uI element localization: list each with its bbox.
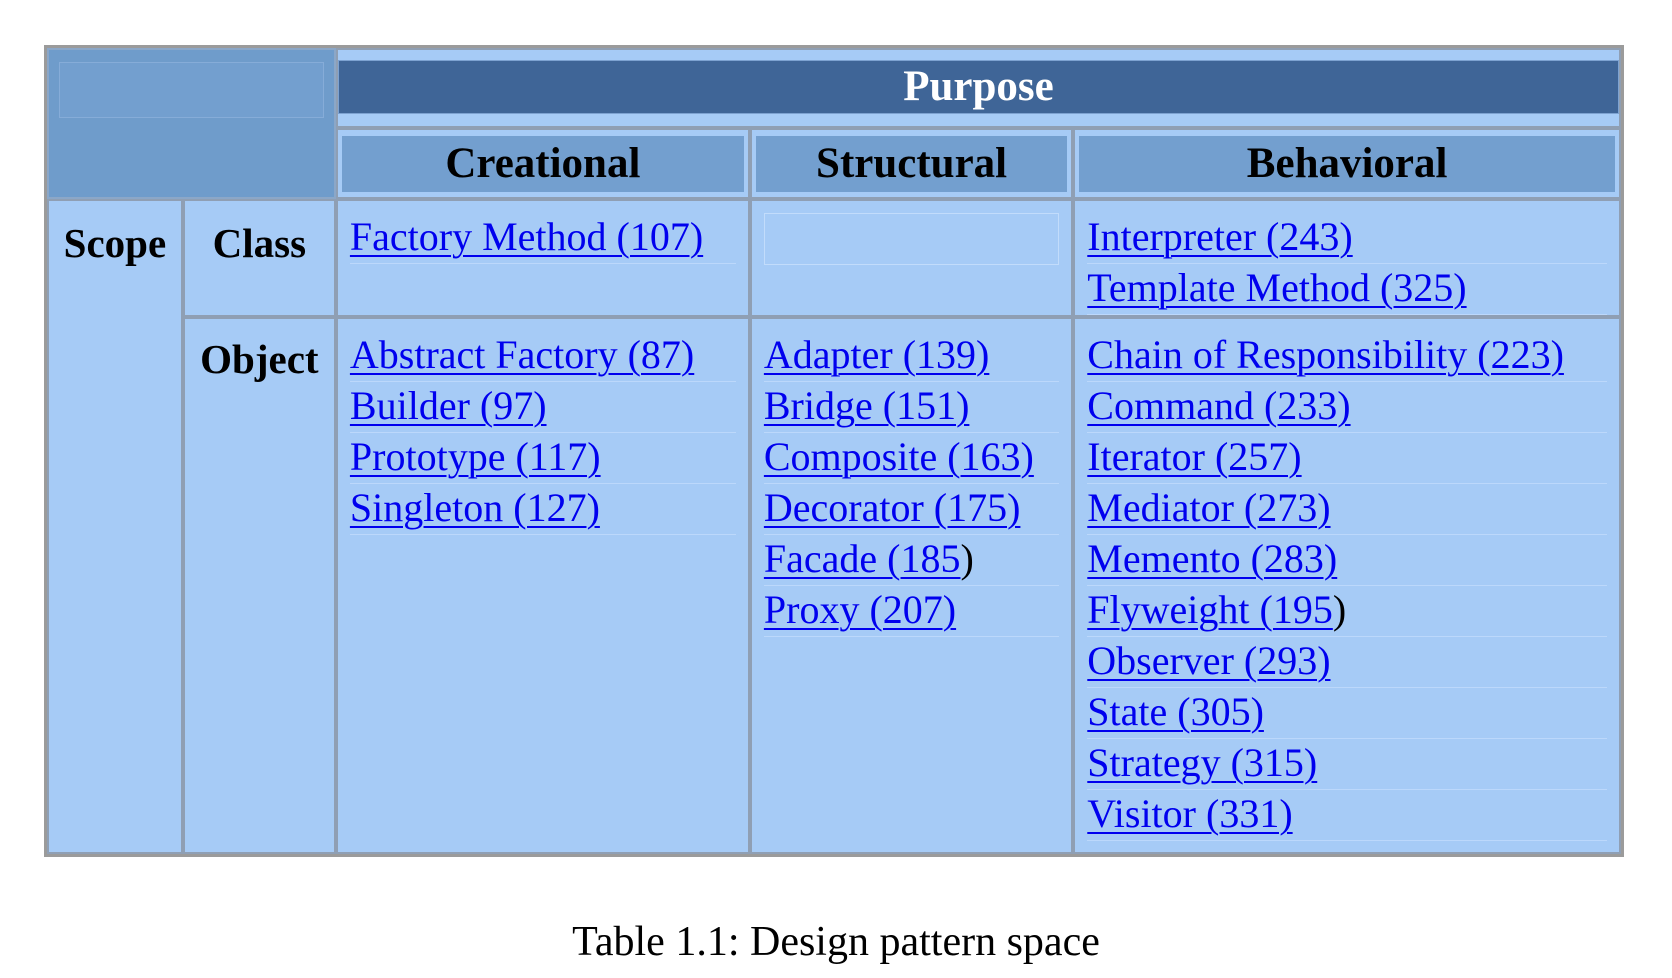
pattern-link[interactable]: Bridge (151) xyxy=(763,382,1060,434)
pattern-link-text[interactable]: Chain of Responsibility (223) xyxy=(1087,332,1564,378)
pattern-link[interactable]: Command (233) xyxy=(1087,382,1607,434)
pattern-list: Factory Method (107) xyxy=(349,213,736,265)
closing-paren: ) xyxy=(960,536,974,582)
design-pattern-table: Purpose Creational Structural Behavioral… xyxy=(44,45,1624,857)
row-label-object: Object xyxy=(182,317,336,854)
pattern-link-text[interactable]: State (305) xyxy=(1087,689,1264,735)
pattern-link[interactable]: Template Method (325) xyxy=(1087,264,1607,316)
table-caption: Table 1.1: Design pattern space xyxy=(572,919,1100,965)
pattern-link-text[interactable]: Mediator (273) xyxy=(1087,485,1331,531)
corner-panel xyxy=(59,62,324,118)
pattern-link-text[interactable]: Singleton (127) xyxy=(349,485,600,531)
pattern-link[interactable]: Prototype (117) xyxy=(349,433,736,485)
pattern-link[interactable]: Chain of Responsibility (223) xyxy=(1087,331,1607,383)
closing-paren: ) xyxy=(1332,587,1347,633)
pattern-link-text[interactable]: Abstract Factory (87) xyxy=(349,332,695,378)
pattern-link-text[interactable]: Composite (163) xyxy=(763,434,1034,480)
column-header-structural: Structural xyxy=(749,127,1074,200)
pattern-link[interactable]: Adapter (139) xyxy=(763,331,1060,383)
purpose-row: Purpose xyxy=(47,48,1621,200)
class-creational-cell: Factory Method (107) xyxy=(335,199,750,318)
object-behavioral-cell: Chain of Responsibility (223) Command (23… xyxy=(1073,317,1621,854)
corner-cell xyxy=(47,48,336,200)
pattern-link-text[interactable]: Strategy (315) xyxy=(1087,740,1318,786)
pattern-link-text[interactable]: Memento (283) xyxy=(1087,536,1338,582)
pattern-link[interactable]: Abstract Factory (87) xyxy=(349,331,736,383)
pattern-link-text[interactable]: Iterator (257) xyxy=(1087,434,1302,480)
purpose-header-cell: Purpose xyxy=(335,48,1621,128)
scope-label: Scope xyxy=(47,199,183,854)
column-header-label: Creational xyxy=(341,135,744,192)
pattern-link[interactable]: Strategy (315) xyxy=(1087,739,1607,791)
object-structural-cell: Adapter (139) Bridge (151) Composite (163)… xyxy=(749,317,1074,854)
class-behavioral-cell: Interpreter (243) Template Method (325) xyxy=(1073,199,1621,318)
column-header-label: Behavioral xyxy=(1079,135,1615,192)
pattern-link-text[interactable]: Builder (97) xyxy=(349,383,547,429)
pattern-link[interactable]: Visitor (331) xyxy=(1087,790,1607,842)
pattern-link[interactable]: Flyweight (195) xyxy=(1087,586,1607,638)
empty-cell xyxy=(763,213,1060,266)
pattern-link-text[interactable]: Factory Method (107) xyxy=(349,214,704,260)
pattern-link[interactable]: Factory Method (107) xyxy=(349,213,736,265)
column-header-creational: Creational xyxy=(335,127,750,200)
pattern-list: Abstract Factory (87) Builder (97) Prototy… xyxy=(349,331,736,536)
pattern-link[interactable]: Builder (97) xyxy=(349,382,736,434)
pattern-link[interactable]: Observer (293) xyxy=(1087,637,1607,689)
pattern-link-text[interactable]: Interpreter (243) xyxy=(1087,214,1353,260)
class-row: Scope Class Factory Method (107) Interpr… xyxy=(47,199,1621,854)
pattern-link-text[interactable]: Template Method (325) xyxy=(1087,265,1467,311)
pattern-list: Chain of Responsibility (223) Command (23… xyxy=(1087,331,1607,842)
pattern-link-text[interactable]: Adapter (139) xyxy=(763,332,990,378)
object-creational-cell: Abstract Factory (87) Builder (97) Prototy… xyxy=(335,317,750,854)
pattern-link[interactable]: Composite (163) xyxy=(763,433,1060,485)
pattern-link[interactable]: Memento (283) xyxy=(1087,535,1607,587)
pattern-list: Interpreter (243) Template Method (325) xyxy=(1087,213,1607,316)
pattern-link-text[interactable]: Prototype (117) xyxy=(349,434,601,480)
pattern-link-text[interactable]: Flyweight (195 xyxy=(1087,587,1333,633)
pattern-link-text[interactable]: Decorator (175) xyxy=(763,485,1021,531)
pattern-link[interactable]: Proxy (207) xyxy=(763,586,1060,638)
pattern-link[interactable]: Interpreter (243) xyxy=(1087,213,1607,265)
pattern-list: Adapter (139) Bridge (151) Composite (163)… xyxy=(763,331,1060,638)
pattern-link-text[interactable]: Bridge (151) xyxy=(763,383,970,429)
column-header-label: Structural xyxy=(755,135,1068,192)
pattern-link[interactable]: Facade (185) xyxy=(763,535,1060,587)
pattern-link-text[interactable]: Command (233) xyxy=(1087,383,1351,429)
column-header-row: Creational Structural Behavioral xyxy=(47,127,1621,200)
pattern-link-text[interactable]: Proxy (207) xyxy=(763,587,957,633)
column-header-behavioral: Behavioral xyxy=(1073,127,1621,200)
pattern-link-text[interactable]: Visitor (331) xyxy=(1087,791,1293,837)
class-structural-cell xyxy=(749,199,1074,318)
pattern-link[interactable]: State (305) xyxy=(1087,688,1607,740)
pattern-link[interactable]: Singleton (127) xyxy=(349,484,736,536)
pattern-link[interactable]: Decorator (175) xyxy=(763,484,1060,536)
object-row: Object Abstract Factory (87) Builder (97)… xyxy=(47,317,1621,854)
purpose-header: Purpose xyxy=(337,60,1619,114)
pattern-link[interactable]: Mediator (273) xyxy=(1087,484,1607,536)
pattern-link-text[interactable]: Observer (293) xyxy=(1087,638,1331,684)
pattern-link[interactable]: Iterator (257) xyxy=(1087,433,1607,485)
pattern-link-text[interactable]: Facade (185 xyxy=(763,536,961,582)
row-label-class: Class xyxy=(182,199,336,318)
